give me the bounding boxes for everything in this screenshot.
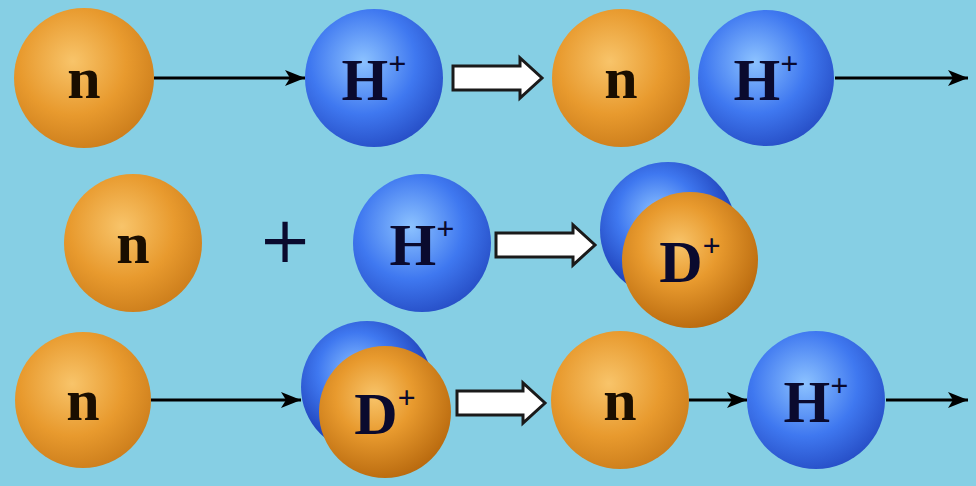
outgoing-arrow (886, 399, 968, 402)
outgoing-arrow (835, 77, 968, 80)
neutron-circle: n (14, 8, 154, 148)
neutron-circle: n (551, 331, 689, 469)
motion-arrow (154, 77, 305, 80)
particle-symbol: H+ (784, 369, 849, 432)
particle-symbol: n (66, 370, 99, 430)
reaction-arrow (457, 383, 545, 423)
motion-arrow (151, 399, 301, 402)
deuteron-pair: D+ (600, 162, 758, 328)
neutron-circle (319, 346, 451, 478)
plus-sign: + (258, 208, 312, 272)
proton-circle: H+ (353, 174, 491, 312)
neutron-circle: n (552, 9, 690, 147)
motion-arrow (689, 399, 747, 402)
proton-circle: H+ (698, 10, 834, 146)
particle-symbol: D+ (354, 381, 416, 444)
neutron-circle (622, 192, 758, 328)
proton-circle: H+ (747, 331, 885, 469)
particle-symbol: n (603, 370, 636, 430)
deuteron-pair: D+ (301, 321, 451, 478)
reaction-arrow (453, 58, 542, 98)
particle-symbol: n (116, 213, 149, 273)
particle-symbol: n (604, 48, 637, 108)
reaction-arrow (496, 225, 595, 265)
particle-symbol: n (67, 48, 100, 108)
neutron-circle: n (64, 174, 202, 312)
particle-symbol: D+ (659, 229, 721, 292)
particle-symbol: H+ (390, 212, 455, 275)
particle-symbol: H+ (342, 47, 407, 110)
neutron-circle: n (15, 332, 151, 468)
particle-symbol: H+ (734, 47, 799, 110)
proton-circle: H+ (305, 9, 443, 147)
